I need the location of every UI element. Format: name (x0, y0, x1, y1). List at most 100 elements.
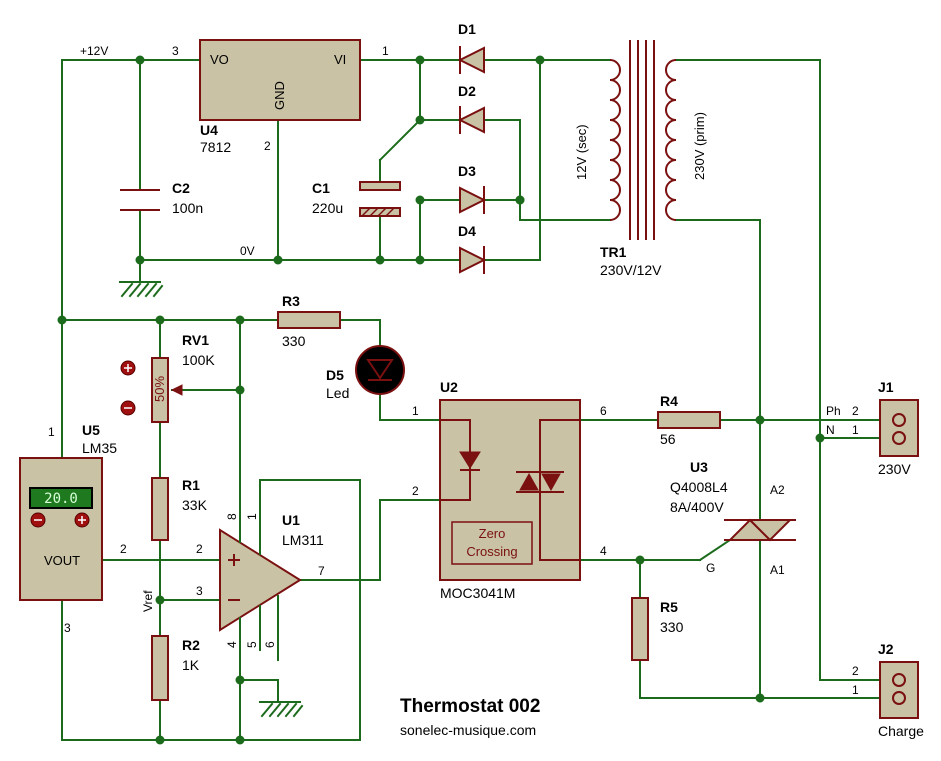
c1-ref: C1 (312, 180, 330, 196)
wires (61, 59, 879, 741)
tr1-sec-label: 12V (sec) (574, 124, 589, 180)
u5-pin2: 2 (120, 542, 127, 556)
u2-crossing-label: Crossing (466, 544, 517, 559)
u4-gnd-label: GND (272, 81, 287, 110)
u5-ref: U5 (82, 422, 100, 438)
connector-j1: J1 230V Ph N 2 1 (826, 379, 919, 477)
u1-pin6: 6 (263, 641, 277, 648)
net-plus12v: +12V (80, 44, 108, 58)
rv1-setting: 50% (152, 376, 167, 402)
u1-pin7: 7 (318, 564, 325, 578)
u4-ref: U4 (200, 122, 218, 138)
r4-ref: R4 (660, 393, 678, 409)
u2-pin6: 6 (600, 404, 607, 418)
u2-pin4: 4 (600, 544, 607, 558)
u3-ref: U3 (690, 459, 708, 475)
u3-g: G (706, 561, 715, 575)
u4-vi-label: VI (334, 52, 346, 67)
capacitor-c2: C2 100n (120, 180, 203, 216)
u3-a1: A1 (770, 563, 785, 577)
ground-symbol-top (119, 281, 164, 298)
u4-pin3: 3 (172, 44, 179, 58)
u2-value: MOC3041M (440, 585, 515, 601)
tr1-ref: TR1 (600, 244, 627, 260)
optocoupler-u2: Zero Crossing U2 MOC3041M 1 2 6 4 (412, 379, 607, 601)
r5-value: 330 (660, 619, 684, 635)
u1-pin3: 3 (196, 584, 203, 598)
connector-j2: J2 Charge 2 1 (852, 641, 924, 739)
j2-pin2: 2 (852, 664, 859, 678)
junctions (57, 55, 825, 745)
u2-pin1: 1 (412, 404, 419, 418)
rv1-adjust-up-button[interactable] (120, 360, 136, 376)
r3-value: 330 (282, 333, 306, 349)
led-d5: D5 Led (326, 345, 405, 401)
ground-symbol-bottom (259, 701, 304, 718)
u4-vo-label: VO (210, 52, 229, 67)
u5-pin3: 3 (64, 621, 71, 635)
r1-value: 33K (182, 497, 208, 513)
r1-ref: R1 (182, 477, 200, 493)
u2-pin2: 2 (412, 484, 419, 498)
u2-zero-label: Zero (479, 526, 506, 541)
u4-pin2: 2 (264, 139, 271, 153)
c2-ref: C2 (172, 180, 190, 196)
j1-value: 230V (878, 461, 911, 477)
tr1-value: 230V/12V (600, 262, 662, 278)
potentiometer-rv1: 50% RV1 100K (120, 332, 215, 423)
u1-ref: U1 (282, 512, 300, 528)
u3-rating: 8A/400V (670, 499, 724, 515)
diode-d3: D3 (458, 163, 487, 214)
c1-value: 220u (312, 200, 343, 216)
u5-lcd (29, 487, 93, 509)
u5-reading: 20.0 (44, 491, 78, 507)
diagram-title: Thermostat 002 (400, 696, 540, 717)
diode-d2: D2 (457, 83, 485, 134)
r3-ref: R3 (282, 293, 300, 309)
net-0v: 0V (240, 244, 255, 258)
r5-ref: R5 (660, 599, 678, 615)
r4-value: 56 (660, 431, 676, 447)
c2-value: 100n (172, 200, 203, 216)
u5-temp-up-button[interactable] (74, 512, 90, 528)
j2-ref: J2 (878, 641, 894, 657)
resistor-r2: R2 1K (151, 635, 200, 701)
u3-value: Q4008L4 (670, 479, 728, 495)
r2-ref: R2 (182, 637, 200, 653)
u3-a2: A2 (770, 483, 785, 497)
u1-pin4: 4 (225, 641, 239, 648)
website-label: sonelec-musique.com (400, 722, 536, 738)
diode-d1: D1 (457, 21, 485, 74)
u5-temp-down-button[interactable] (30, 512, 46, 528)
r2-value: 1K (182, 657, 200, 673)
d1-ref: D1 (458, 21, 476, 37)
capacitor-c1: C1 220u (312, 180, 401, 217)
triac-u3: U3 Q4008L4 8A/400V A2 A1 G (670, 459, 796, 577)
transformer-tr1: 12V (sec) 230V (prim) TR1 230V/12V (574, 40, 707, 278)
u5-vout-label: VOUT (44, 553, 80, 568)
rv1-ref: RV1 (182, 332, 209, 348)
tr1-prim-label: 230V (prim) (692, 112, 707, 180)
d2-ref: D2 (458, 83, 476, 99)
rv1-adjust-down-button[interactable] (120, 400, 136, 416)
resistor-r1: R1 33K (151, 477, 208, 541)
j1-pin2: 2 (852, 404, 859, 418)
rv1-value: 100K (182, 352, 215, 368)
j2-value: Charge (878, 723, 924, 739)
u1-pin5: 5 (245, 641, 259, 648)
u1-pin1: 1 (245, 513, 259, 520)
resistor-r3: R3 330 (277, 293, 341, 349)
u2-ref: U2 (440, 379, 458, 395)
diode-d4: D4 (458, 223, 487, 274)
j1-pin1: 1 (852, 423, 859, 437)
u4-pin1: 1 (382, 44, 389, 58)
u1-pin8: 8 (225, 513, 239, 520)
u5-pin1: 1 (48, 425, 55, 439)
resistor-r4: R4 56 (657, 393, 721, 447)
j1-ph: Ph (826, 404, 841, 418)
net-vref: Vref (141, 590, 155, 612)
comparator-u1: U1 LM311 2 3 8 1 7 4 5 6 (196, 512, 325, 661)
d5-value: Led (326, 385, 349, 401)
